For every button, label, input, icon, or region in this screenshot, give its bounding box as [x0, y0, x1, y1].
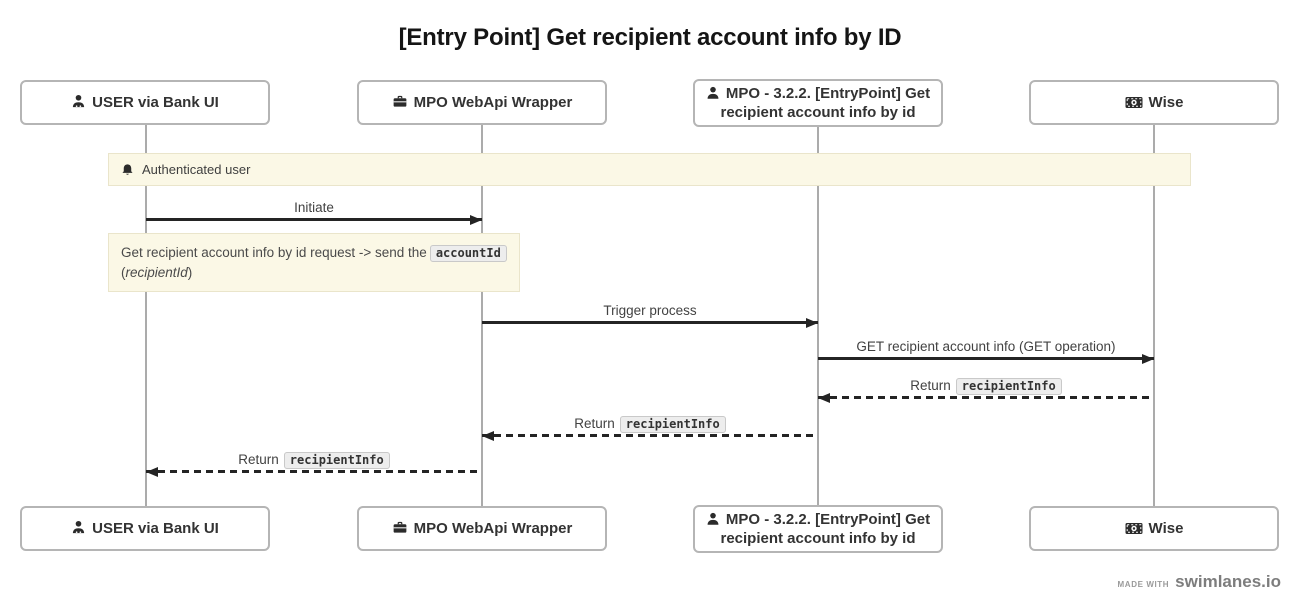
arrow-line [482, 321, 818, 324]
actor-label: MPO - 3.2.2. [EntryPoint] Get recipient … [705, 84, 931, 123]
money-bill-icon [1125, 522, 1143, 534]
code-chip-recipientinfo: recipientInfo [955, 378, 1062, 395]
bell-icon [122, 163, 133, 175]
briefcase-icon [393, 521, 407, 533]
actor-mpo-entrypoint-bottom: MPO - 3.2.2. [EntryPoint] Get recipient … [693, 505, 943, 553]
person-icon [73, 94, 85, 107]
arrowhead-left-icon [818, 392, 830, 403]
made-with-label: MADE WITH [1117, 580, 1170, 589]
code-chip-accountid: accountId [429, 245, 507, 262]
code-chip-recipientinfo: recipientInfo [283, 452, 390, 469]
lifeline-mpo-entrypoint [817, 124, 819, 506]
message-label: GET recipient account info (GET operatio… [856, 339, 1116, 354]
actor-label: MPO - 3.2.2. [EntryPoint] Get recipient … [705, 510, 931, 549]
footer: MADE WITH swimlanes.io [1118, 572, 1281, 592]
note-line-2: (recipientId) [121, 264, 193, 280]
lifeline-wise [1153, 124, 1155, 506]
actor-wise-top: Wise [1029, 80, 1279, 125]
money-bill-icon [1125, 96, 1143, 108]
arrowhead-right-icon [806, 317, 818, 328]
actor-mpo-entrypoint-top: MPO - 3.2.2. [EntryPoint] Get recipient … [693, 79, 943, 127]
person-icon [73, 520, 85, 533]
arrow-line [146, 218, 482, 221]
arrowhead-left-icon [146, 466, 158, 477]
arrow-line-dashed [146, 470, 482, 473]
actor-label: Wise [1125, 93, 1183, 113]
actor-label: MPO WebApi Wrapper [392, 93, 572, 113]
user-icon [707, 512, 719, 525]
actor-user-via-bank-ui-top: USER via Bank UI [20, 80, 270, 125]
note-italic-text: recipientId [125, 264, 188, 280]
actor-mpo-webapi-wrapper-top: MPO WebApi Wrapper [357, 80, 607, 125]
briefcase-icon [393, 95, 407, 107]
user-icon [707, 86, 719, 99]
arrow-line-dashed [482, 434, 818, 437]
note-text: Get recipient account info by id request… [121, 245, 427, 260]
message-trigger-process: Trigger process [482, 294, 818, 328]
actor-user-via-bank-ui-bottom: USER via Bank UI [20, 506, 270, 551]
diagram-title: [Entry Point] Get recipient account info… [398, 24, 902, 51]
actor-label: Wise [1125, 519, 1183, 539]
arrowhead-right-icon [470, 214, 482, 225]
banner-text: Authenticated user [142, 162, 251, 177]
actor-label: MPO WebApi Wrapper [392, 519, 572, 539]
actor-wise-bottom: Wise [1029, 506, 1279, 551]
actor-label: USER via Bank UI [71, 519, 219, 539]
message-label: Trigger process [603, 303, 697, 318]
note-authenticated-user: Authenticated user [108, 153, 1191, 186]
message-get-recipient-account-info: GET recipient account info (GET operatio… [818, 330, 1154, 364]
note-get-recipient-request: Get recipient account info by id request… [108, 233, 520, 293]
code-chip-recipientinfo: recipientInfo [619, 416, 726, 433]
arrowhead-left-icon [482, 430, 494, 441]
actor-mpo-webapi-wrapper-bottom: MPO WebApi Wrapper [357, 506, 607, 551]
arrow-line [818, 357, 1154, 360]
actor-label: USER via Bank UI [71, 93, 219, 113]
lifeline-mpo-webapi-wrapper [481, 124, 483, 506]
arrowhead-right-icon [1142, 353, 1154, 364]
arrow-line-dashed [818, 396, 1154, 399]
lifeline-user [145, 124, 147, 506]
swimlanes-io-link[interactable]: swimlanes.io [1175, 572, 1281, 591]
message-label: Initiate [294, 200, 334, 215]
message-initiate: Initiate [146, 191, 482, 225]
